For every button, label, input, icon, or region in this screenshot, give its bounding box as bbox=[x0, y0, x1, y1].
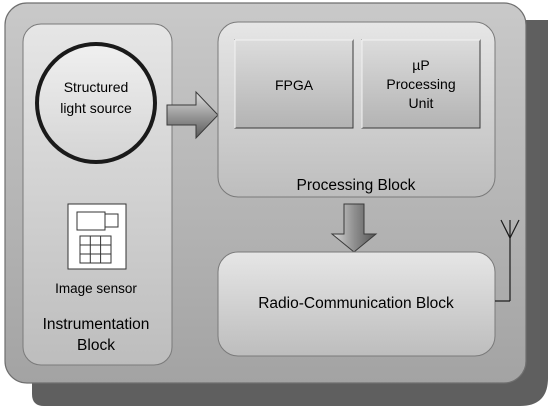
instrumentation-block-title-line2: Block bbox=[77, 337, 115, 354]
light-source-label-line2: light source bbox=[60, 100, 132, 116]
up-label-line2: Processing bbox=[386, 76, 455, 92]
arrow-right-icon bbox=[166, 90, 219, 140]
radio-block-title: Radio-Communication Block bbox=[258, 295, 454, 312]
arrow-down-icon bbox=[330, 203, 378, 253]
processing-block-title: Processing Block bbox=[297, 177, 416, 194]
instrumentation-block-title-line1: Instrumentation bbox=[43, 316, 150, 333]
structured-light-source bbox=[35, 42, 157, 164]
radio-communication-block bbox=[217, 251, 496, 357]
fpga-label: FPGA bbox=[275, 77, 314, 93]
up-label-line1: µP bbox=[412, 57, 429, 73]
up-label-line3: Unit bbox=[409, 95, 434, 111]
fpga-box bbox=[234, 39, 354, 129]
light-source-label-line1: Structured bbox=[64, 79, 129, 95]
image-sensor-label: Image sensor bbox=[55, 281, 137, 296]
antenna-icon bbox=[495, 219, 520, 302]
image-sensor-icon bbox=[67, 203, 127, 270]
